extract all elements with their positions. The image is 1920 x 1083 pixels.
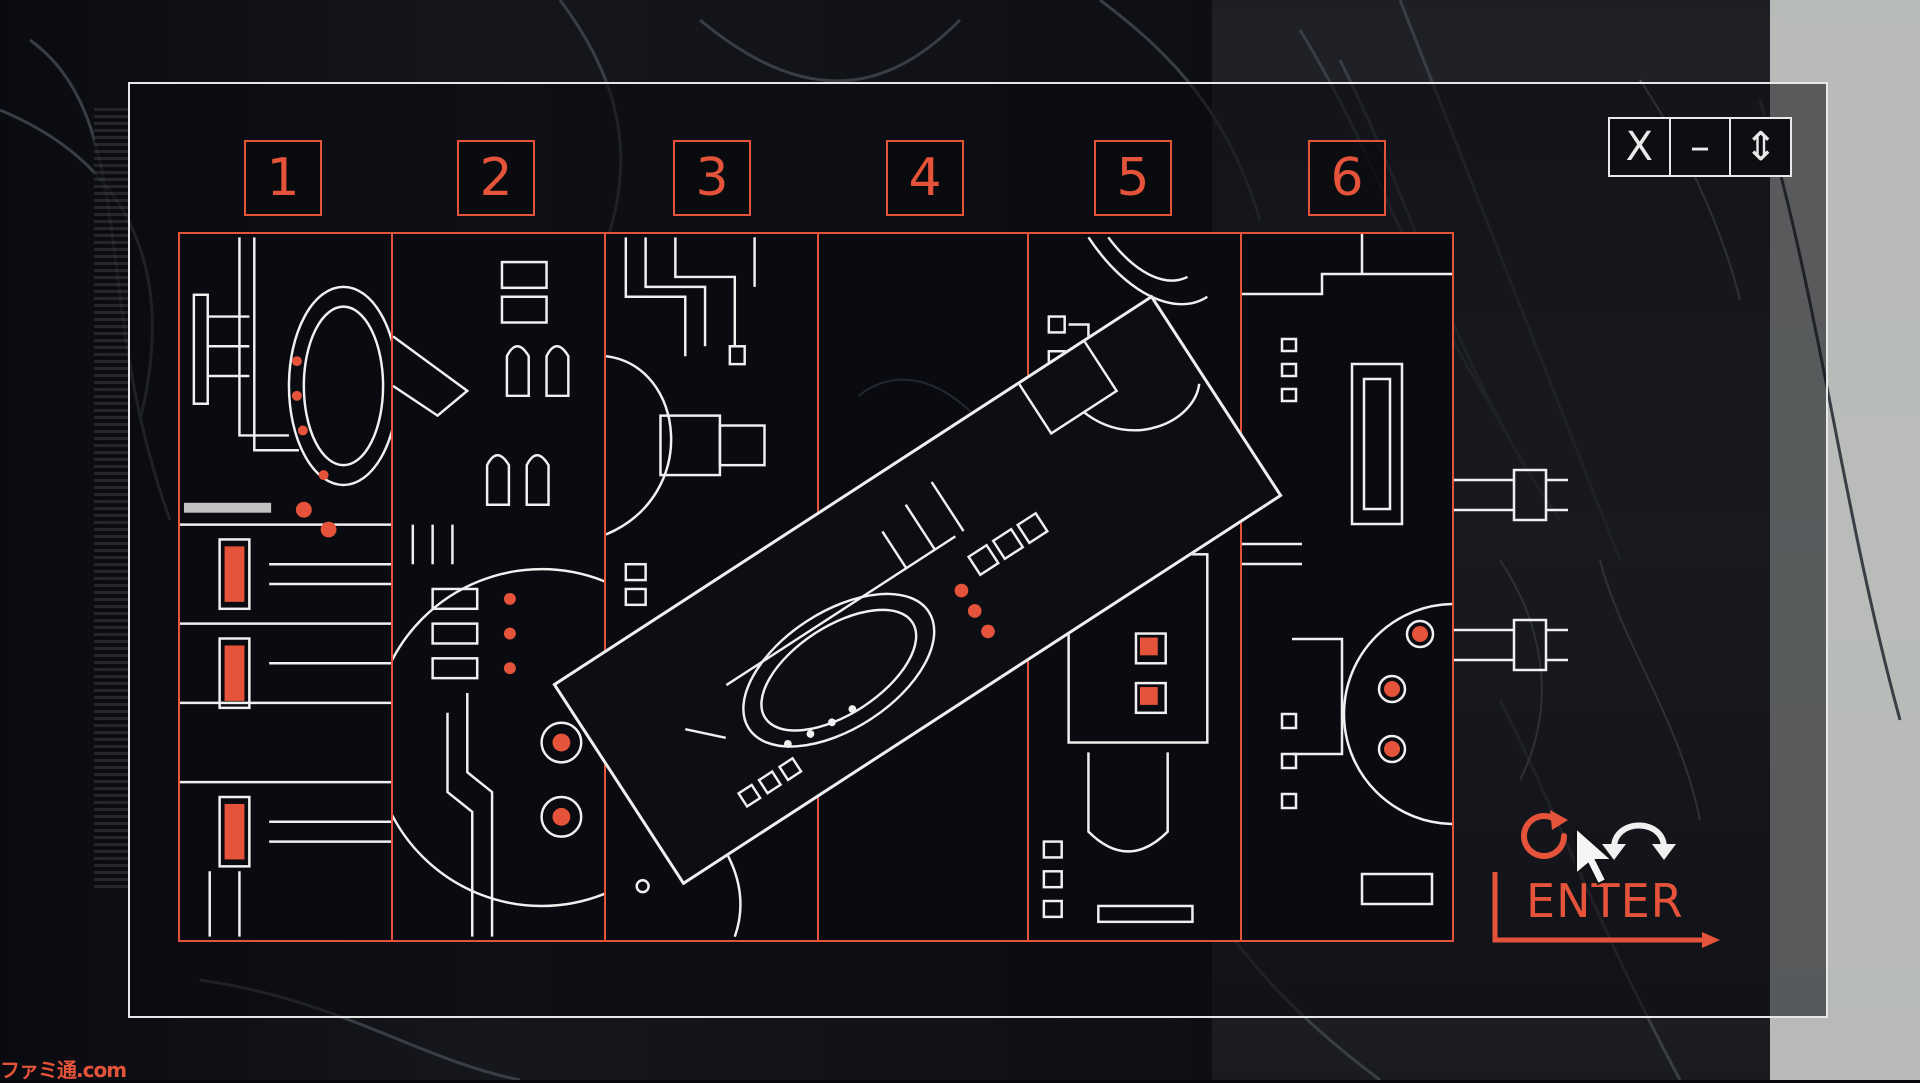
window-controls: X – ⇕ [1608,117,1792,177]
rotate-ccw-icon[interactable] [1602,808,1676,860]
background-scan-bars [94,108,130,888]
puzzle-strip-6[interactable] [1242,234,1452,940]
resize-button[interactable]: ⇕ [1743,124,1778,170]
tab-2[interactable]: 2 [457,140,535,216]
minimize-button[interactable]: – [1671,119,1732,175]
enter-arrow-icon [1492,872,1720,948]
tab-5[interactable]: 5 [1094,140,1172,216]
puzzle-strip-1[interactable] [180,234,393,940]
pointer-cursor-icon [1575,826,1615,886]
circuit-art-2 [393,260,604,937]
puzzle-strip-2[interactable] [393,234,606,940]
enter-label: ENTER [1526,874,1684,928]
circuit-art-3 [606,237,766,938]
held-piece-circuit-art [685,341,1201,809]
circuit-art-6 [1242,234,1452,906]
tab-1[interactable]: 1 [244,140,322,216]
watermark: ファミ通.com [0,1058,127,1082]
puzzle-board [178,232,1454,942]
held-puzzle-piece[interactable] [552,294,1283,886]
board-connector-plugs [1454,468,1568,672]
rotate-cw-icon[interactable] [1516,808,1576,868]
tab-6[interactable]: 6 [1308,140,1386,216]
tab-4[interactable]: 4 [886,140,964,216]
enter-button[interactable]: ENTER [1492,872,1722,948]
close-button[interactable]: X [1610,119,1671,175]
circuit-art-1 [180,237,391,937]
tab-3[interactable]: 3 [673,140,751,216]
